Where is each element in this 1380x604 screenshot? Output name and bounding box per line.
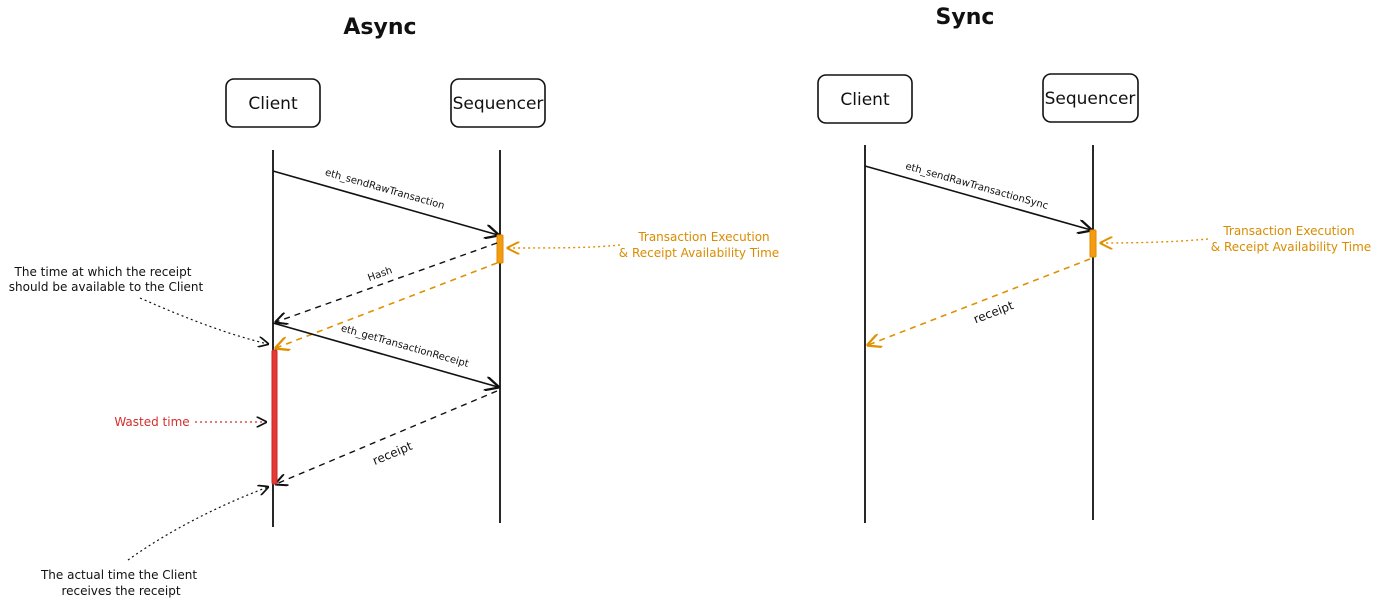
sync-execution-note-line1: Transaction Execution [1222,224,1354,238]
async-send-arrow [272,170,498,235]
sync-receipt-label: receipt [972,298,1016,326]
async-expected-note-pointer [139,297,268,344]
sync-send-label: eth_sendRawTransactionSync [904,161,1049,212]
async-receipt-arrow [276,390,498,484]
sync-client-actor: Client [817,74,913,124]
async-sequencer-box [450,78,546,128]
sync-client-label: Client [840,90,890,110]
sync-sequencer-label: Sequencer [1045,89,1136,109]
async-client-box [225,78,321,128]
async-expected-note-line1: The time at which the receipt [14,265,192,279]
sync-sequencer-box [1042,73,1139,123]
sync-execution-note-line2: & Receipt Availability Time [1211,240,1371,254]
async-wasted-time-bar [271,349,278,485]
sync-execution-note-pointer [1101,239,1209,243]
sync-execution-bar [1089,229,1097,258]
sync-diagram: Sync Client Sequencer eth_sendRawTransac… [817,5,1371,523]
async-get-receipt-label: eth_getTransactionReceipt [340,323,470,370]
sync-client-box [817,74,913,124]
async-execution-bar [496,234,504,264]
async-client-actor: Client [225,78,321,128]
async-actual-note-line2: receives the receipt [61,584,180,598]
async-actual-note-line1: The actual time the Client [40,568,197,582]
async-expected-note-line2: should be available to the Client [9,280,204,294]
sync-execution-note: Transaction Execution & Receipt Availabi… [1211,224,1371,254]
sync-receipt-arrow [868,258,1091,345]
async-receipt-label: receipt [371,439,415,468]
async-diagram: Async Client Sequencer eth_sendRawTransa… [9,15,779,598]
async-client-label: Client [248,94,298,114]
async-actual-note-pointer [127,487,268,561]
async-execution-note: Transaction Execution & Receipt Availabi… [619,230,779,260]
async-sequencer-actor: Sequencer [450,78,546,128]
async-title: Async [343,15,416,40]
async-actual-note: The actual time the Client receives the … [40,568,197,598]
async-execution-note-line1: Transaction Execution [637,230,769,244]
sync-send-arrow [864,165,1091,230]
async-get-receipt-arrow [272,322,498,387]
async-sequencer-label: Sequencer [453,94,544,114]
async-execution-note-line2: & Receipt Availability Time [619,246,779,260]
async-send-label: eth_sendRawTransaction [324,167,446,211]
async-wasted-note: Wasted time [114,415,189,429]
async-expected-note: The time at which the receipt should be … [9,265,204,294]
sync-title: Sync [936,5,995,30]
async-hash-arrow [276,242,498,322]
async-execution-note-pointer [508,245,621,248]
sync-sequencer-actor: Sequencer [1042,73,1139,123]
